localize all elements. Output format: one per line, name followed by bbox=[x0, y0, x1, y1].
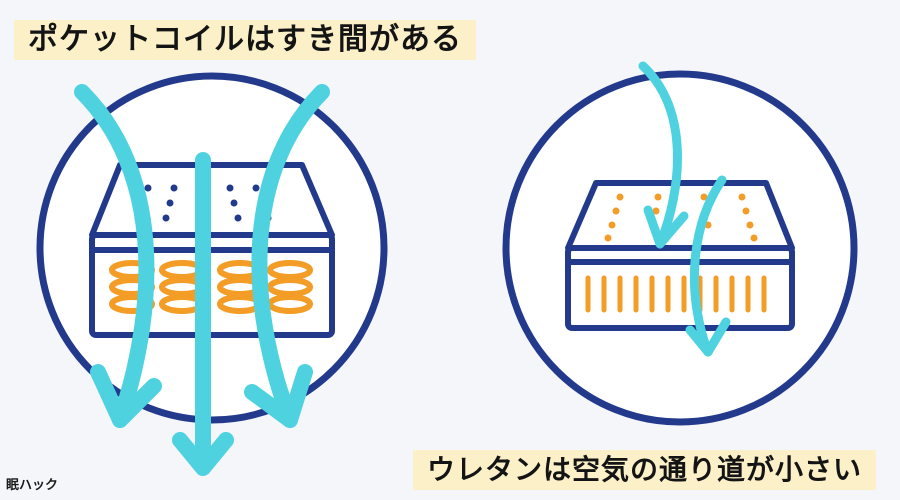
center-arrow-head bbox=[172, 432, 234, 476]
urethane-label: ウレタンは空気の通り道が小さい bbox=[412, 450, 876, 490]
airflow-arrow-icon bbox=[638, 61, 731, 357]
right-arrow-shaft bbox=[251, 84, 330, 428]
left-arrow-head bbox=[90, 364, 162, 428]
urethane-foam-bars bbox=[585, 275, 767, 313]
pocket-coil-illustration bbox=[36, 72, 388, 476]
pocket-coil-label: ポケットコイルはすき間がある bbox=[14, 20, 476, 60]
lower-arrow-shaft bbox=[689, 175, 727, 357]
urethane-illustration bbox=[502, 61, 858, 426]
airflow-arrow-icon bbox=[74, 84, 330, 476]
right-arrow-head bbox=[244, 364, 313, 428]
coil bbox=[267, 260, 313, 314]
upper-arrow-shaft bbox=[638, 61, 682, 249]
left-arrow-shaft bbox=[74, 84, 155, 428]
lower-arrow-head bbox=[685, 317, 731, 357]
upper-arrow-head bbox=[643, 205, 689, 249]
brand-logo: 眠ハック bbox=[6, 478, 59, 493]
